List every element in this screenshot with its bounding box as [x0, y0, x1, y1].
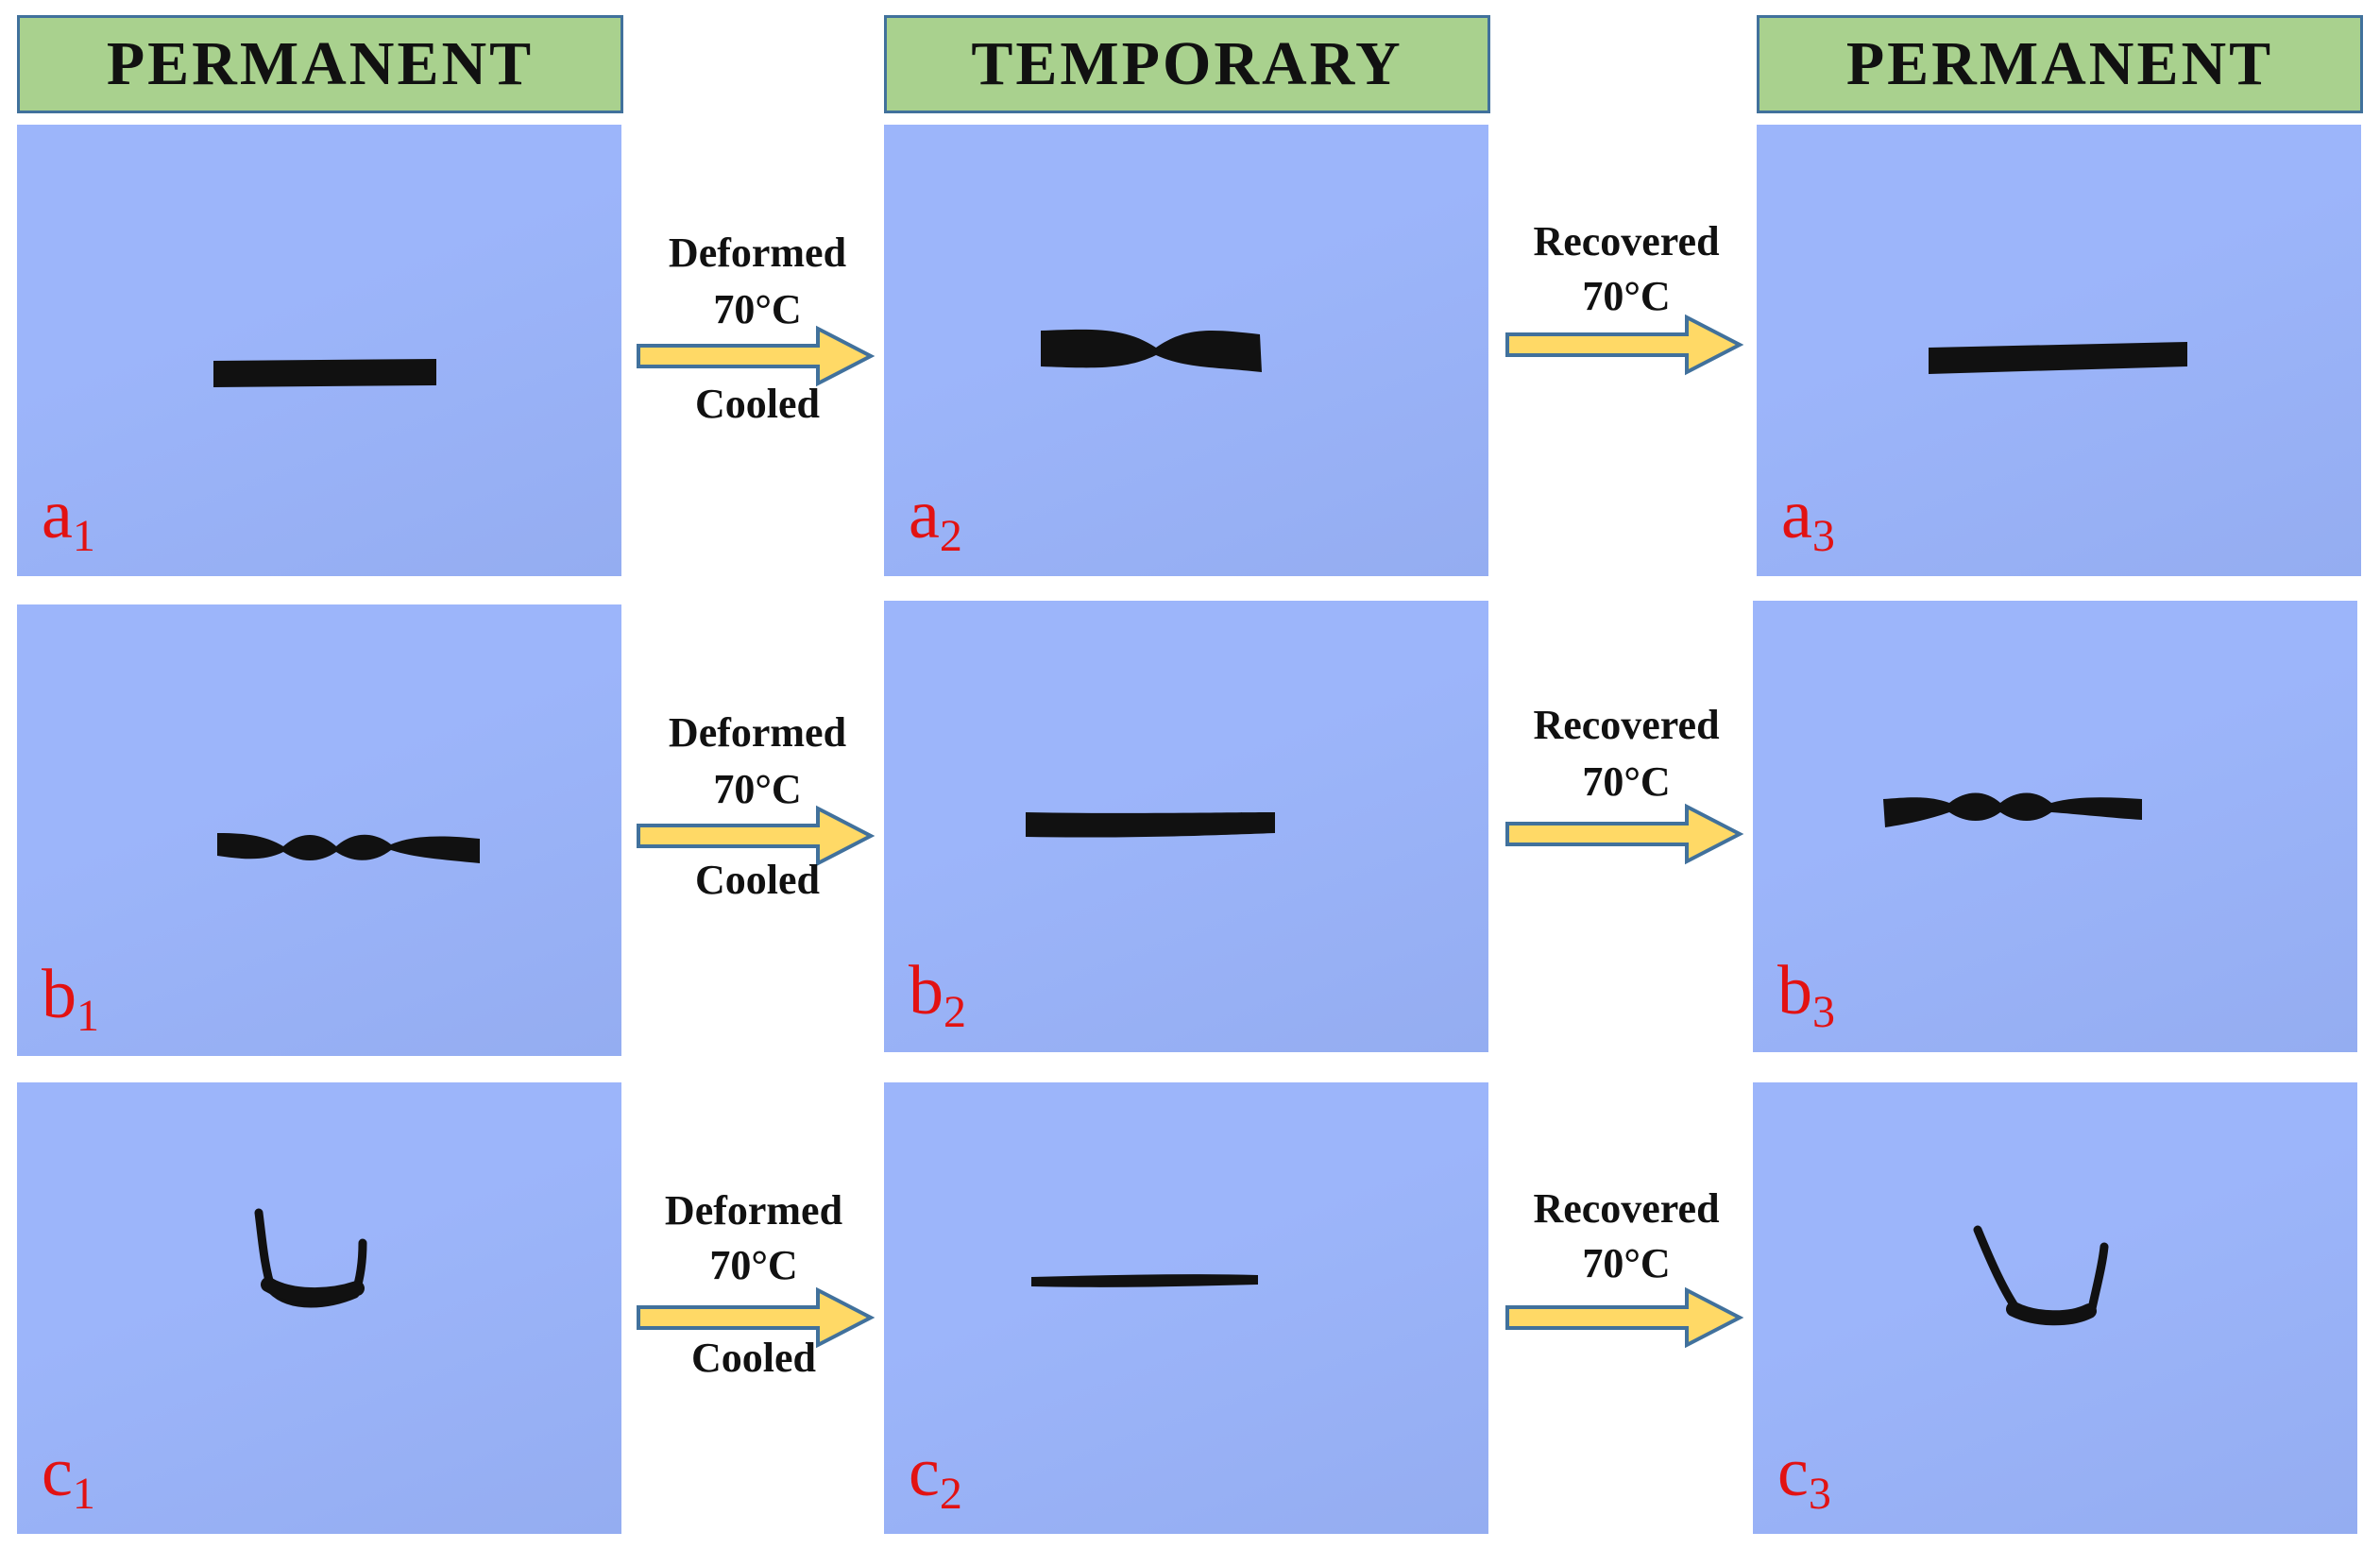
u-shaped-strip-sample: [254, 1208, 367, 1308]
panel-label-b3: b3: [1777, 952, 1835, 1037]
photo-panel-a2: a2: [884, 125, 1488, 576]
deform-temperature: 70°C: [713, 286, 802, 332]
panel-label-a1: a1: [42, 476, 95, 561]
photo-panel-a3: a3: [1757, 125, 2361, 576]
header-temporary: TEMPORARY: [884, 15, 1490, 113]
panel-label-c2: c2: [909, 1434, 962, 1519]
header-label: PERMANENT: [1845, 29, 2274, 98]
cooled-label: Cooled: [695, 381, 820, 427]
twisted-strip-sample: [1041, 329, 1262, 372]
cooled-label: Cooled: [695, 857, 820, 903]
right-arrow-icon: [1505, 314, 1744, 376]
deform-label: Deformed: [668, 709, 847, 756]
panel-label-b2: b2: [909, 952, 966, 1037]
recover-label: Recovered: [1533, 1185, 1720, 1232]
recover-label: Recovered: [1533, 702, 1720, 748]
panel-label-a2: a2: [909, 476, 962, 561]
right-arrow-icon: [637, 805, 876, 867]
recover-temperature: 70°C: [1582, 273, 1671, 319]
recover-label: Recovered: [1533, 218, 1720, 264]
recover-arrow-b: Recovered 70°C: [1504, 705, 1749, 931]
header-permanent-initial: PERMANENT: [17, 15, 623, 113]
deform-arrow-b: Deformed 70°C Cooled: [635, 712, 880, 939]
photo-panel-c3: c3: [1753, 1082, 2357, 1534]
right-arrow-icon: [1505, 803, 1744, 865]
flat-strip-sample: [1026, 812, 1275, 838]
header-label: PERMANENT: [106, 29, 535, 98]
thin-flat-strip-sample: [1031, 1274, 1258, 1287]
recover-arrow-a: Recovered 70°C: [1504, 221, 1749, 448]
twisted-strip-sample: [1883, 792, 2142, 827]
twisted-strip-sample: [217, 833, 480, 863]
deform-arrow-a: Deformed 70°C Cooled: [635, 232, 880, 459]
u-shaped-strip-sample: [1973, 1225, 2109, 1326]
photo-panel-c2: c2: [884, 1082, 1488, 1534]
panel-label-c1: c1: [42, 1434, 95, 1519]
recover-arrow-c: Recovered 70°C: [1504, 1188, 1749, 1415]
panel-label-b1: b1: [42, 956, 99, 1041]
recover-temperature: 70°C: [1582, 1240, 1671, 1286]
header-permanent-recovered: PERMANENT: [1757, 15, 2363, 113]
photo-panel-b1: b1: [17, 604, 621, 1056]
deform-label: Deformed: [664, 1187, 843, 1234]
photo-panel-a1: a1: [17, 125, 621, 576]
deform-temperature: 70°C: [713, 766, 802, 812]
photo-panel-b2: b2: [884, 601, 1488, 1052]
panel-label-c3: c3: [1777, 1434, 1831, 1519]
deform-arrow-c: Deformed 70°C Cooled: [631, 1190, 876, 1417]
recover-temperature: 70°C: [1582, 758, 1671, 805]
right-arrow-icon: [637, 1286, 876, 1349]
flat-strip-sample: [1929, 342, 2187, 374]
deform-temperature: 70°C: [709, 1242, 798, 1288]
photo-panel-c1: c1: [17, 1082, 621, 1534]
cooled-label: Cooled: [691, 1335, 816, 1381]
header-label: TEMPORARY: [971, 29, 1403, 98]
right-arrow-icon: [637, 325, 876, 387]
flat-strip-sample: [213, 359, 436, 387]
panel-label-a3: a3: [1781, 476, 1835, 561]
deform-label: Deformed: [668, 230, 847, 276]
right-arrow-icon: [1505, 1286, 1744, 1349]
photo-panel-b3: b3: [1753, 601, 2357, 1052]
